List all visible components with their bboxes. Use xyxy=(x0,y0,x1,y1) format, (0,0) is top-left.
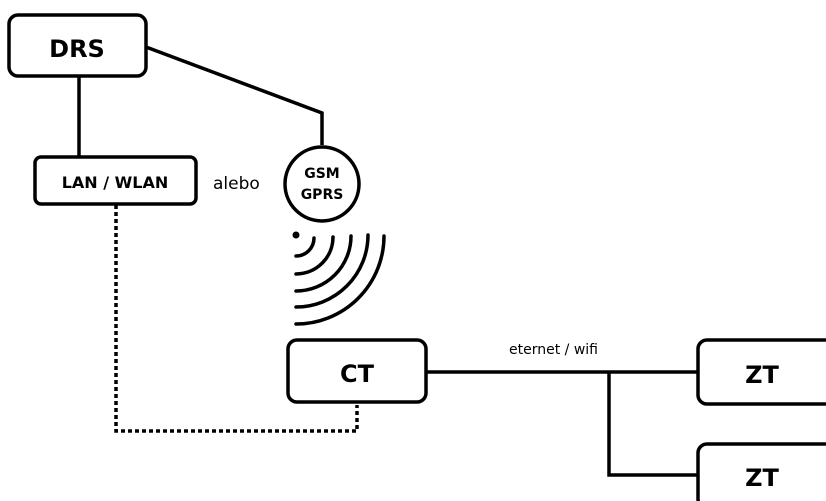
drs-node: DRS xyxy=(7,13,148,78)
gsm-gprs-node: GSM GPRS xyxy=(283,145,361,223)
signal-wave-2 xyxy=(294,235,335,276)
drs-label: DRS xyxy=(49,35,105,63)
zt-node-2: ZT xyxy=(696,442,826,501)
ct-label: CT xyxy=(340,360,375,388)
alebo-label: alebo xyxy=(213,174,260,194)
lan-wlan-box xyxy=(33,155,198,206)
zt-node-1: ZT xyxy=(696,338,826,406)
ct-node: CT xyxy=(286,338,428,404)
signal-dot xyxy=(292,231,300,239)
ct-box xyxy=(286,338,428,404)
signal-wave-3 xyxy=(294,234,353,293)
gsm-label: GSM xyxy=(304,166,340,182)
gprs-label: GPRS xyxy=(301,187,344,203)
link-label: eternet / wifi xyxy=(509,342,598,358)
lan-to-ct-dotted-line xyxy=(114,205,359,433)
lan-wlan-label: LAN / WLAN xyxy=(62,173,169,192)
wireless-signal-icon xyxy=(292,231,386,326)
signal-wave-5 xyxy=(294,234,386,326)
zt-box-1 xyxy=(696,338,826,406)
zt-label-2: ZT xyxy=(745,464,779,492)
zt-box-2 xyxy=(696,442,826,501)
drs-box xyxy=(7,13,148,78)
lan-wlan-node: LAN / WLAN xyxy=(33,155,198,206)
branch-to-zt2-line xyxy=(607,372,698,477)
connector-lines xyxy=(77,45,698,477)
zt-label-1: ZT xyxy=(745,361,779,389)
gsm-gprs-circle xyxy=(283,145,361,223)
drs-to-gsm-line xyxy=(145,45,324,145)
signal-wave-4 xyxy=(294,233,370,309)
signal-wave-1 xyxy=(294,236,316,258)
